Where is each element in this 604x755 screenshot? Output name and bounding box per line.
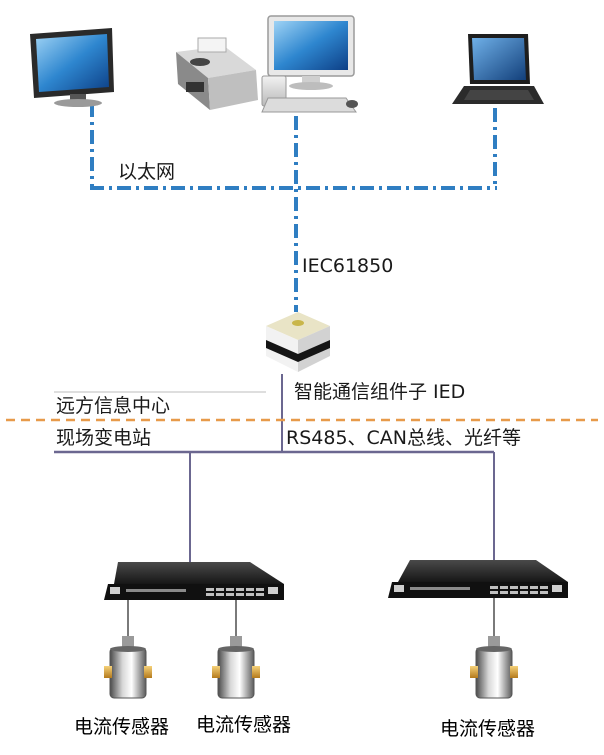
field-station-label: 现场变电站 (56, 427, 151, 449)
field-bus-label: RS485、CAN总线、光纤等 (286, 427, 521, 449)
rack-unit-icon (388, 560, 568, 598)
current-sensor-icon (104, 636, 152, 699)
current-sensor-icon (470, 636, 518, 699)
printer-icon (176, 37, 258, 110)
ethernet-network-lines (90, 103, 497, 312)
sensor-label-3: 电流传感器 (440, 718, 535, 740)
monitor-icon (30, 28, 114, 107)
remote-center-label: 远方信息中心 (56, 395, 170, 417)
field-bus (54, 450, 495, 566)
ethernet-label: 以太网 (118, 161, 175, 183)
laptop-icon (452, 34, 544, 104)
rack-unit-icon (104, 562, 284, 600)
ied-device-icon (266, 312, 330, 372)
current-sensor-icon (212, 636, 260, 699)
sensor-label-2: 电流传感器 (196, 714, 291, 736)
ied-label: 智能通信组件子 IED (294, 381, 465, 403)
sensor-label-1: 电流传感器 (74, 716, 169, 738)
protocol-label: IEC61850 (302, 255, 393, 277)
desktop-computer-icon (261, 15, 358, 113)
